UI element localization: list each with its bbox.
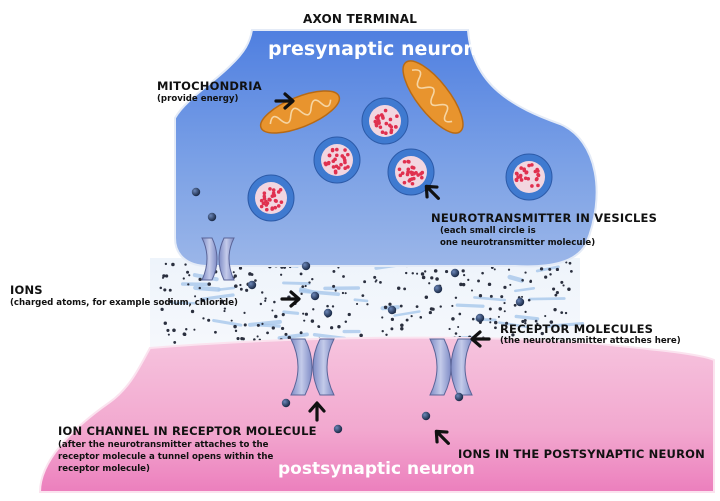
ion: [310, 291, 320, 301]
ions: [191, 187, 525, 434]
receptor-ion-channel: [290, 338, 335, 396]
vesicles-caption-line1: (each small circle is: [440, 226, 536, 236]
mitochondrion: [402, 60, 464, 134]
postsynaptic-neuron: [38, 336, 715, 493]
postsynaptic-neuron-label: postsynaptic neuron: [278, 459, 475, 479]
ion: [281, 398, 291, 408]
receptor-molecules-caption: (the neurotransmitter attaches here): [500, 336, 681, 346]
ion-channel: [201, 237, 235, 281]
mitochondria-caption: (provide energy): [157, 94, 239, 104]
pointer-arrow: [274, 92, 295, 110]
mitochondria-label: MITOCHONDRIA: [157, 79, 262, 93]
arrows: [274, 92, 491, 445]
vesicles: [247, 97, 553, 222]
ion: [421, 411, 431, 421]
ions-caption: (charged atoms, for example sodium, chlo…: [10, 298, 238, 308]
ion-channel-caption-line3: receptor molecule): [58, 464, 150, 474]
ion: [301, 261, 311, 271]
ion: [207, 212, 217, 222]
ion: [191, 187, 201, 197]
ion: [454, 392, 464, 402]
ion: [333, 424, 343, 434]
ion: [323, 308, 333, 318]
title-axon-terminal: AXON TERMINAL: [303, 12, 418, 26]
presynaptic-neuron-label: presynaptic neuron: [268, 38, 477, 60]
vesicle: [361, 97, 409, 145]
receptor-molecules-label: RECEPTOR MOLECULES: [500, 322, 654, 336]
vesicle: [313, 136, 361, 184]
ion-channel-label: ION CHANNEL IN RECEPTOR MOLECULE: [58, 424, 317, 438]
vesicles-label: NEUROTRANSMITTER IN VESICLES: [431, 211, 658, 225]
ion: [433, 284, 443, 294]
postsynaptic-ions-label: IONS IN THE POSTSYNAPTIC NEURON: [458, 447, 705, 461]
ion: [387, 305, 397, 315]
ion-channel-caption-line1: (after the neurotransmitter attaches to …: [58, 440, 269, 450]
vesicle: [387, 148, 435, 196]
mitochondrion: [259, 90, 341, 134]
ion: [247, 280, 257, 290]
ion: [475, 313, 485, 323]
vesicle: [247, 174, 295, 222]
ion: [450, 268, 460, 278]
vesicles-caption-line2: one neurotransmitter molecule): [440, 238, 596, 248]
ions-label: IONS: [10, 283, 43, 297]
pointer-arrow: [434, 429, 450, 445]
pointer-arrow: [470, 330, 491, 348]
pointer-arrow: [424, 184, 440, 200]
ion-channel-caption-line2: receptor molecule a tunnel opens within …: [58, 452, 274, 462]
pointer-arrow: [308, 401, 326, 422]
pointer-arrow: [280, 290, 301, 308]
vesicle: [505, 153, 553, 201]
ion: [515, 297, 525, 307]
